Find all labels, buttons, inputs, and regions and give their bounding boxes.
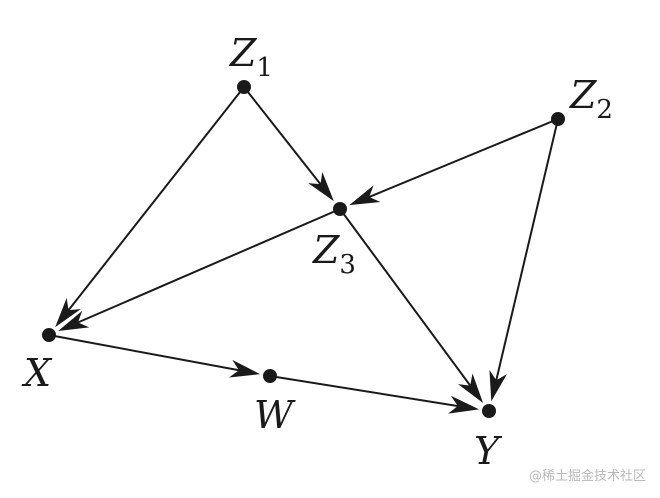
arrowhead-z1-to-z3 xyxy=(308,171,334,202)
arrowhead-z3-to-x xyxy=(58,310,90,332)
watermark: @稀土掘金技术社区 xyxy=(528,469,646,484)
node-y xyxy=(482,404,496,418)
node-w xyxy=(263,369,277,383)
node-label-y: Y xyxy=(474,429,503,473)
node-label-w: W xyxy=(254,393,296,437)
node-label-z2: Z2 xyxy=(569,73,613,125)
node-label-x: X xyxy=(21,351,53,395)
arrowhead-x-to-w xyxy=(229,359,261,378)
edge-x-to-w xyxy=(48,334,243,372)
edge-w-to-y xyxy=(269,375,462,408)
arrowhead-w-to-y xyxy=(448,395,480,414)
edge-z1-to-z3 xyxy=(243,86,324,188)
arrowhead-z3-to-y xyxy=(458,373,484,403)
nodes-layer xyxy=(42,80,565,418)
node-label-z3: Z3 xyxy=(312,228,356,280)
edge-z1-to-x xyxy=(65,86,245,314)
arrowhead-z1-to-x xyxy=(55,297,81,328)
node-z3 xyxy=(333,202,347,216)
edge-z3-to-y xyxy=(339,208,474,390)
arrowhead-z2-to-z3 xyxy=(349,185,381,206)
node-x xyxy=(42,328,56,342)
edge-z2-to-z3 xyxy=(365,118,559,200)
node-z2 xyxy=(551,112,565,126)
edge-z2-to-y xyxy=(494,118,559,384)
node-z1 xyxy=(237,80,251,94)
labels-layer: Z1 Z2 Z3 X W Y xyxy=(21,31,613,473)
node-label-z1: Z1 xyxy=(229,31,273,83)
edge-z3-to-x xyxy=(74,208,341,325)
edges-layer xyxy=(48,86,559,414)
arrowhead-z2-to-y xyxy=(489,370,507,402)
